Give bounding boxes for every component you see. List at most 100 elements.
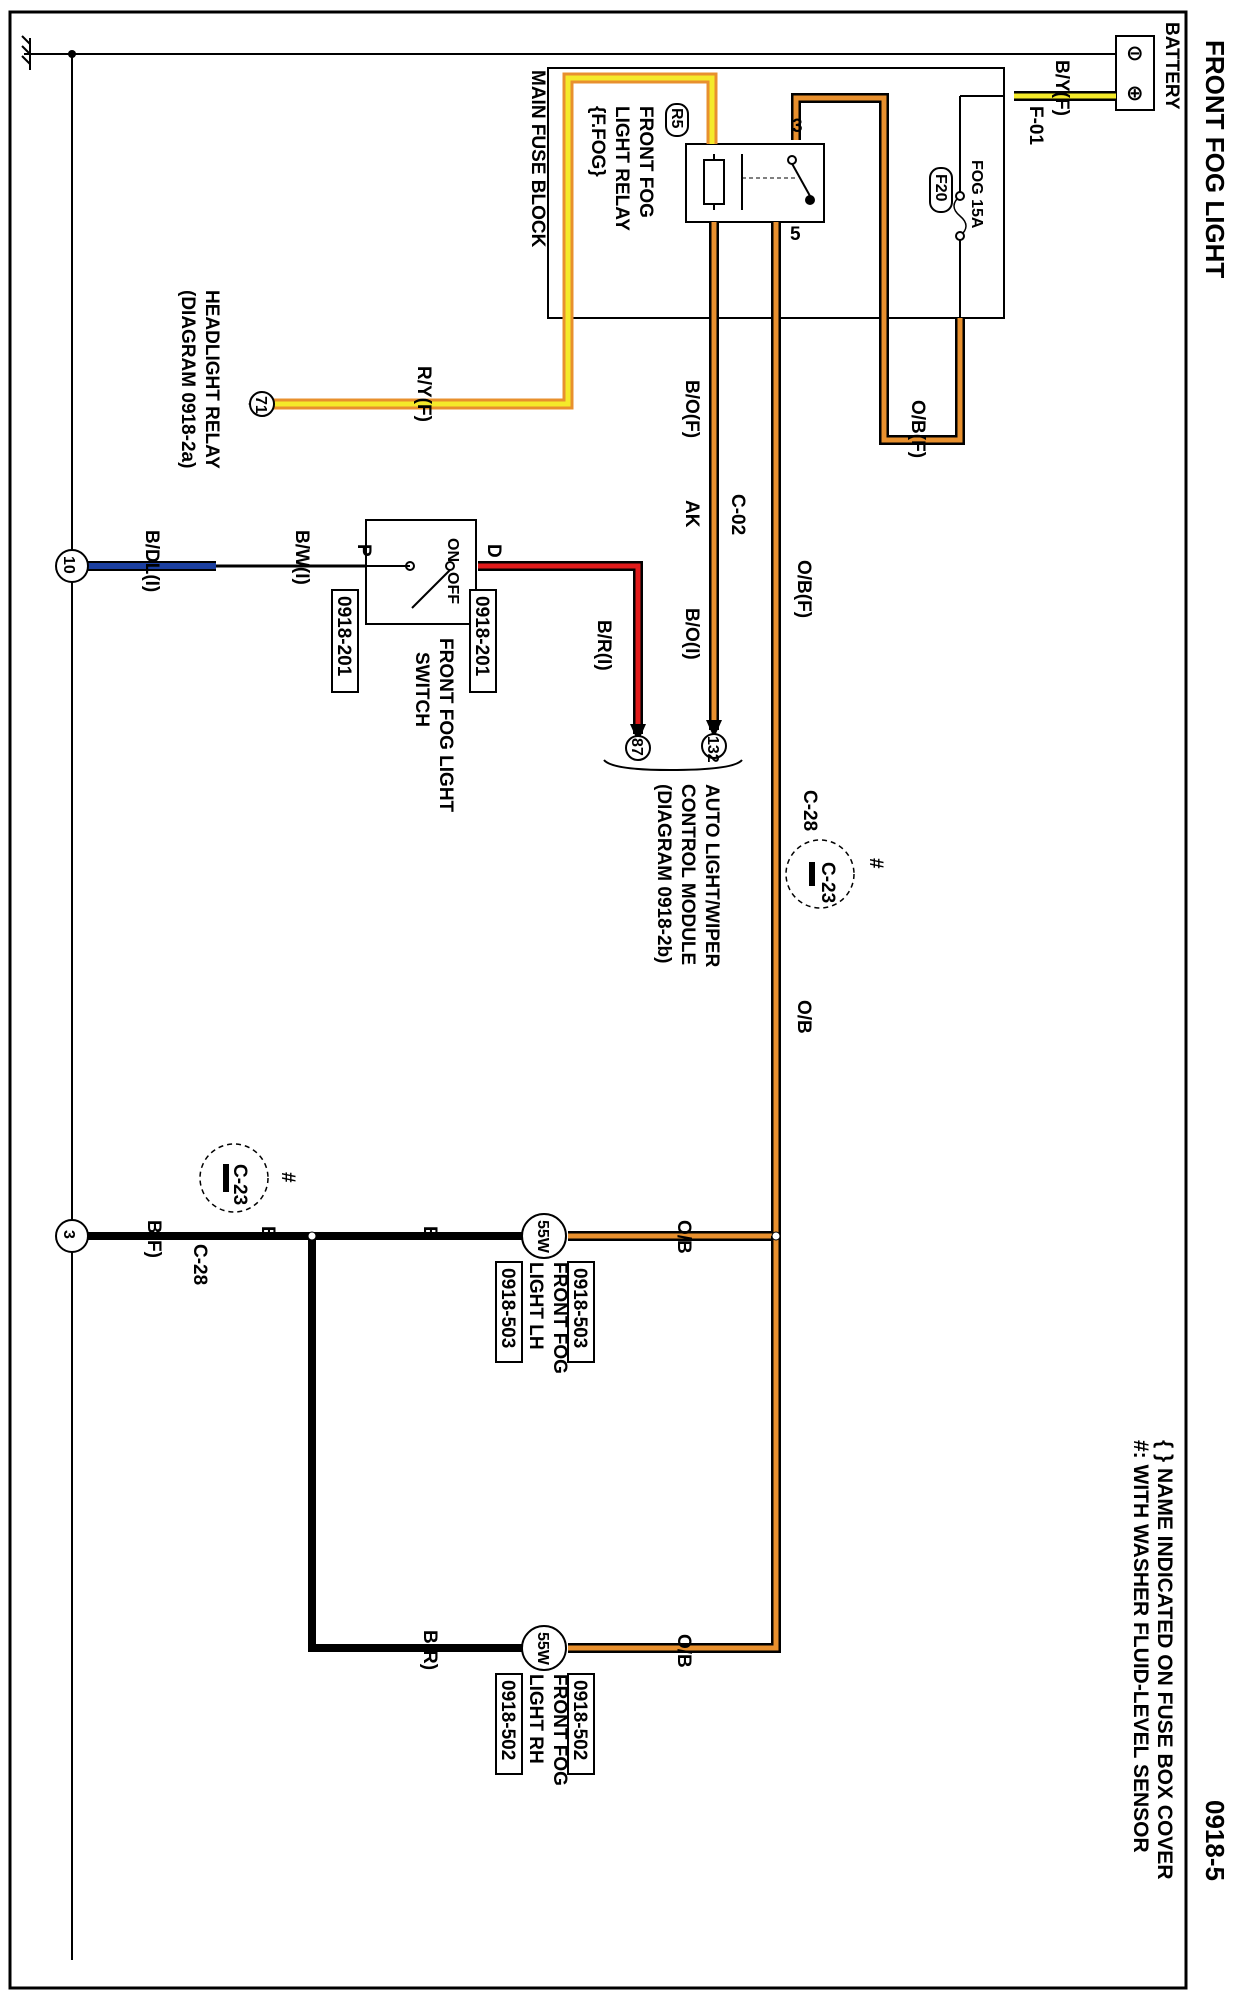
wire-label-ground-main: B — [257, 1226, 278, 1240]
svg-text:132: 132 — [704, 736, 721, 763]
lamp-rh-ref-bottom: 0918-502 — [495, 1673, 523, 1775]
headlight-relay-line2: (DIAGRAM 0918-2a) — [177, 290, 198, 468]
fuse-block-label: MAIN FUSE BLOCK — [527, 70, 548, 248]
fuse-id-badge: F20 — [929, 167, 953, 213]
module-bracket — [603, 759, 743, 772]
wire-relay-out — [568, 222, 781, 1653]
wire-label-relay-control-lower: B/O(I) — [681, 608, 702, 660]
wire-label-ground-final: B(F) — [143, 1220, 164, 1258]
front-fog-light-relay — [685, 143, 825, 223]
svg-text:71: 71 — [252, 396, 269, 414]
ground-ref-10: 10 — [55, 549, 89, 583]
wire-lamp-grounds — [84, 1231, 522, 1652]
switch-off: OFF — [444, 572, 461, 604]
svg-text:F20: F20 — [932, 174, 949, 202]
switch-on: ON — [444, 538, 461, 562]
svg-text:0918-503: 0918-503 — [569, 1268, 590, 1348]
note-name-indicated: { } NAME INDICATED ON FUSE BOX COVER — [1153, 1440, 1176, 1879]
wire-label-relay-out-lower: O/B — [793, 1000, 814, 1034]
connector-c23-callout-bottom — [199, 1143, 269, 1213]
svg-text:10: 10 — [60, 556, 77, 574]
relay-alias: {F.FOG} — [587, 106, 608, 177]
lamp-lh-ref-bottom: 0918-503 — [495, 1261, 523, 1363]
module-label-line3: (DIAGRAM 0918-2b) — [653, 784, 674, 963]
relay-label-line2: LIGHT RELAY — [611, 106, 632, 231]
switch-label-line1: FRONT FOG LIGHT — [435, 638, 456, 813]
svg-text:0918-502: 0918-502 — [569, 1680, 590, 1760]
battery-label: BATTERY — [1161, 22, 1182, 110]
front-fog-light-lh: 55W — [521, 1213, 567, 1259]
page-code: 0918-5 — [1200, 1800, 1230, 1881]
relay-pin3: 3 — [792, 116, 803, 137]
connector-c23-callout-top — [785, 839, 855, 909]
svg-text:0918-201: 0918-201 — [333, 596, 354, 677]
wire-label-battery-feed: B/Y(F) — [1051, 60, 1072, 116]
relay-id-badge: R5 — [665, 103, 689, 137]
module-ref-132: 132 — [701, 733, 727, 763]
connector-c28-top: C-28 — [799, 790, 820, 831]
page-title: FRONT FOG LIGHT — [1200, 40, 1230, 278]
wire-label-lamp-feed-lh: O/B — [673, 1220, 694, 1254]
svg-text:0918-503: 0918-503 — [497, 1268, 518, 1348]
headlight-relay-ref: 71 — [249, 391, 275, 417]
connector-ak: AK — [681, 500, 702, 528]
switch-term-p: P — [353, 544, 374, 557]
module-label-line2: CONTROL MODULE — [677, 784, 698, 965]
switch-term-d: D — [483, 544, 504, 558]
chassis-ground-icon — [21, 35, 72, 70]
wire-label-relay-out: O/B(F) — [793, 560, 814, 618]
lamp-lh-line2: LIGHT LH — [525, 1262, 546, 1350]
wire-fuse-to-relay — [791, 93, 965, 445]
connector-hash-top: # — [865, 858, 886, 869]
wire-label-relay-control: B/O(F) — [681, 380, 702, 438]
battery: ⊖ ⊕ BATTERY — [1115, 22, 1182, 111]
svg-text:R5: R5 — [668, 108, 685, 129]
connector-c28-bottom: C-28 — [189, 1244, 210, 1285]
lamp-lh-ref-top: 0918-503 — [567, 1261, 595, 1363]
fuse-label: FOG 15A — [968, 160, 985, 229]
note-washer-sensor: #: WITH WASHER FLUID-LEVEL SENSOR — [1129, 1440, 1152, 1853]
wire-label-switch-gnd: B/DL(I) — [141, 530, 162, 592]
module-arrow-132 — [706, 720, 722, 738]
switch-label-line2: SWITCH — [411, 652, 432, 727]
svg-text:55W: 55W — [534, 1220, 551, 1254]
svg-text:0918-502: 0918-502 — [497, 1680, 518, 1760]
switch-ref-p: 0918-201 — [331, 589, 359, 693]
headlight-relay-line1: HEADLIGHT RELAY — [201, 290, 222, 469]
front-fog-light-switch — [365, 519, 477, 625]
module-ref-87: 87 — [625, 735, 651, 761]
lamp-rh-line1: FRONT FOG — [549, 1674, 570, 1786]
lamp-rh-line2: LIGHT RH — [525, 1674, 546, 1764]
wire-label-fuse-to-relay: O/B(F) — [907, 400, 928, 458]
svg-text:0918-201: 0918-201 — [471, 596, 492, 677]
connector-f01: F-01 — [1025, 106, 1046, 146]
wire-switch-d — [478, 561, 643, 734]
ground-bus — [68, 50, 1116, 1960]
connector-c02: C-02 — [727, 494, 748, 535]
wire-label-relay-coil: R/Y(F) — [413, 366, 434, 422]
lamp-lh-line1: FRONT FOG — [549, 1262, 570, 1374]
ground-ref-3: 3 — [55, 1219, 89, 1253]
relay-label-line1: FRONT FOG — [635, 106, 656, 218]
battery-pos-icon: ⊕ — [1126, 82, 1144, 105]
module-arrow-87 — [630, 724, 646, 742]
svg-text:87: 87 — [628, 738, 645, 756]
wire-label-lamp-gnd-rh: B(R) — [419, 1630, 440, 1670]
wire-relay-coil — [264, 72, 718, 410]
svg-text:3: 3 — [60, 1230, 77, 1239]
wire-label-lamp-feed-rh: O/B — [673, 1634, 694, 1668]
fuse-f20 — [953, 95, 1004, 318]
battery-neg-icon: ⊖ — [1126, 42, 1144, 65]
svg-text:55W: 55W — [534, 1632, 551, 1666]
wire-label-lamp-gnd-lh: B — [419, 1226, 440, 1240]
switch-ref-d: 0918-201 — [469, 589, 497, 693]
page-frame — [8, 10, 1188, 1990]
lamp-rh-ref-top: 0918-502 — [567, 1673, 595, 1775]
connector-c23-bottom: C-23 — [229, 1164, 250, 1205]
connector-hash-bottom: # — [277, 1172, 298, 1183]
wire-label-switch-p: B/W(I) — [291, 530, 312, 585]
front-fog-light-rh: 55W — [521, 1625, 567, 1671]
connector-c23-top: C-23 — [817, 862, 838, 903]
wire-label-switch-d: B/R(I) — [593, 620, 614, 671]
